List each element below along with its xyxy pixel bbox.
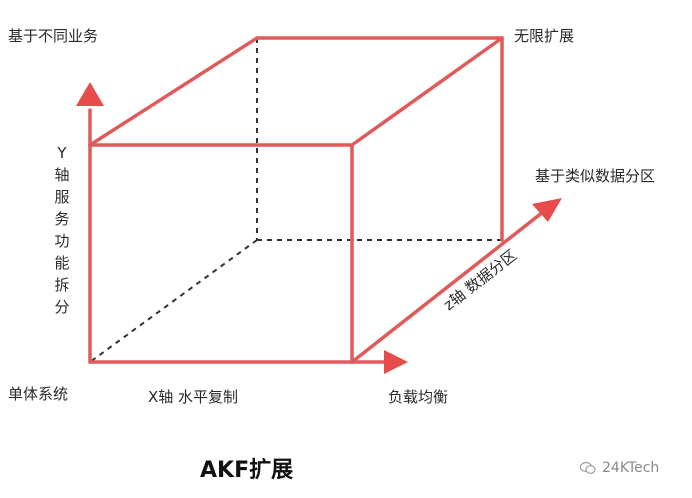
watermark: 24KTech [580,460,659,476]
x-axis-label: X轴 水平复制 [148,388,239,406]
y-axis-char: 功 [54,232,70,250]
y-axis-char: 服 [54,188,70,206]
y-axis-char: 轴 [54,166,70,184]
edge-top-right-diag [350,36,504,147]
diagram-title: AKF扩展 [200,458,294,483]
y-axis-char: Y [57,144,67,162]
y-axis-char: 能 [54,254,70,272]
y-axis-char: 务 [54,210,70,228]
z-axis-line [350,210,545,364]
dashed-edge-diagonal [89,239,258,363]
edge-top-left-diag [88,36,259,147]
x-axis-arrowhead [384,350,408,374]
label-load-balancing: 负载均衡 [388,388,449,406]
z-axis-arrowhead [532,198,562,222]
label-similar-data-partition: 基于类似数据分区 [535,167,656,185]
wechat-icon [580,461,596,474]
y-axis-char: 分 [54,298,70,316]
watermark-text: 24KTech [602,460,660,476]
label-different-business: 基于不同业务 [8,27,99,45]
label-infinite-scale: 无限扩展 [514,27,575,45]
y-axis-arrowhead [76,82,104,106]
y-axis-char: 拆 [54,276,70,294]
label-monolith: 单体系统 [8,385,69,403]
y-axis-label: Y 轴 服 务 功 能 拆 分 [52,143,72,317]
